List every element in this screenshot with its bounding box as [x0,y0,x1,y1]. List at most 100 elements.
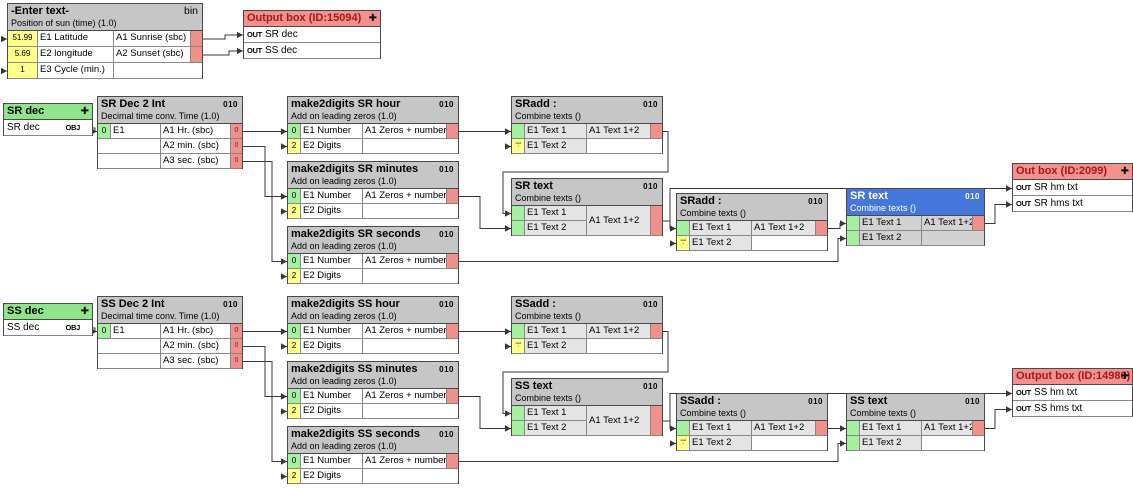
output-cell[interactable] [651,124,662,139]
output-cell[interactable] [191,47,202,63]
input-const-cell[interactable]: 2 [288,204,301,219]
output-cell[interactable] [651,206,662,236]
input-const-cell[interactable]: 0 [288,254,301,269]
input-const-cell[interactable]: 1 [8,63,38,79]
output-cell[interactable] [447,454,458,469]
block-header[interactable]: Out box (ID:2099)✚ [1013,164,1132,180]
output-cell[interactable] [447,324,458,339]
input-const-cell[interactable] [512,421,525,436]
input-const-cell[interactable]: 0 [288,454,301,469]
output-cell[interactable]: 0 [231,124,242,139]
input-const-cell[interactable]: 2 [288,139,301,154]
block-header[interactable]: SSadd :Combine texts ()010 [677,394,827,421]
input-const-cell[interactable]: ":" [512,139,525,154]
output-cell[interactable] [447,124,458,139]
output-cell[interactable] [816,221,827,236]
input-const-cell[interactable] [847,421,860,436]
output-cell[interactable] [973,216,984,231]
input-const-cell[interactable]: 2 [288,339,301,354]
input-const-cell[interactable]: 0 [288,189,301,204]
input-const-cell[interactable] [847,436,860,451]
block-header[interactable]: Output box (ID:14980)✚ [1013,369,1132,385]
output-cell[interactable]: 0 [231,139,242,154]
output-cell[interactable] [447,389,458,404]
output-cell[interactable] [447,254,458,269]
block-header[interactable]: Output box (ID:15094)✚ [244,11,380,27]
block-header[interactable]: SRadd :Combine texts ()010 [512,97,662,124]
input-const-cell[interactable]: 2 [288,469,301,484]
input-const-cell[interactable]: 0 [98,324,111,339]
block-header[interactable]: SSadd :Combine texts ()010 [512,297,662,324]
output-cell[interactable] [651,406,662,436]
input-const-cell[interactable] [512,221,525,236]
input-const-cell[interactable]: 2 [288,404,301,419]
input-const-cell[interactable]: ":" [677,436,690,451]
input-const-cell[interactable] [512,406,525,421]
input-const-cell[interactable]: 0 [98,124,111,139]
input-const-cell[interactable]: 0 [288,389,301,404]
input-const-cell[interactable]: 2 [288,269,301,284]
output-cell[interactable] [191,31,202,47]
block-header[interactable]: SRadd :Combine texts ()010 [677,194,827,221]
block-header[interactable]: SS dec✚ [4,304,92,320]
input-const-cell[interactable]: 5.69 [8,47,38,63]
input-const-cell[interactable] [512,206,525,221]
input-const-cell[interactable] [677,221,690,236]
input-const-cell[interactable] [847,216,860,231]
input-const-cell[interactable]: 0 [288,324,301,339]
input-const-cell[interactable] [677,421,690,436]
output-cell[interactable]: 0 [231,339,242,354]
output-cell[interactable]: 0 [231,154,242,169]
block-header[interactable]: SR dec✚ [4,104,92,120]
output-cell[interactable] [447,189,458,204]
input-const-cell[interactable] [847,231,860,246]
output-cell[interactable] [651,324,662,339]
add-icon[interactable]: ✚ [368,13,377,24]
input-const-cell[interactable]: ":" [677,236,690,251]
add-icon[interactable]: ✚ [80,106,89,117]
block-header[interactable]: -Enter text-Position of sun (time) (1.0)… [8,4,202,31]
add-icon[interactable]: ✚ [1120,166,1129,177]
output-cell[interactable] [973,421,984,436]
input-const-cell[interactable] [512,324,525,339]
input-const-cell[interactable] [512,124,525,139]
output-cell[interactable] [816,421,827,436]
input-const-cell[interactable]: 0 [288,124,301,139]
add-icon[interactable]: ✚ [1120,371,1129,382]
input-const-cell[interactable]: 51.99 [8,31,38,47]
input-const-cell[interactable]: ":" [512,339,525,354]
